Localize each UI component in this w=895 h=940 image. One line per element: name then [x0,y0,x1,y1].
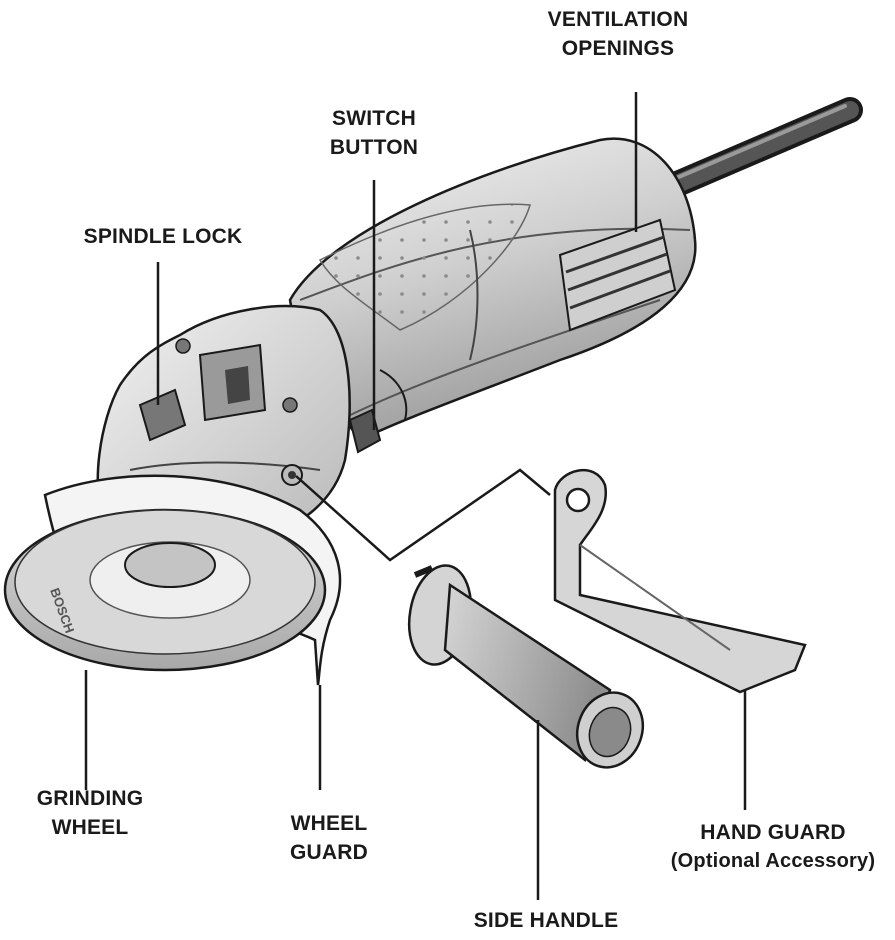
label-line: GUARD [290,838,368,867]
label-line: WHEEL [290,809,368,838]
label-line: VENTILATION [548,5,689,34]
label-grinding-wheel: GRINDING WHEEL [37,784,144,842]
label-line: (Optional Accessory) [671,847,875,876]
label-switch-button: SWITCH BUTTON [330,104,418,162]
label-line: BUTTON [330,133,418,162]
label-line: HAND GUARD [671,818,875,847]
label-line: GRINDING [37,784,144,813]
label-wheel-guard: WHEEL GUARD [290,809,368,867]
side-handle [402,561,653,777]
label-line: SWITCH [330,104,418,133]
label-line: SPINDLE LOCK [84,222,243,251]
label-line: SIDE HANDLE [474,906,619,935]
label-side-handle: SIDE HANDLE [474,906,619,935]
hand-guard [555,470,805,692]
label-line: WHEEL [37,813,144,842]
label-ventilation-openings: VENTILATION OPENINGS [548,5,689,63]
label-hand-guard: HAND GUARD (Optional Accessory) [671,818,875,876]
label-spindle-lock: SPINDLE LOCK [84,222,243,251]
grinding-wheel: BOSCH [5,510,325,670]
label-line: OPENINGS [548,34,689,63]
